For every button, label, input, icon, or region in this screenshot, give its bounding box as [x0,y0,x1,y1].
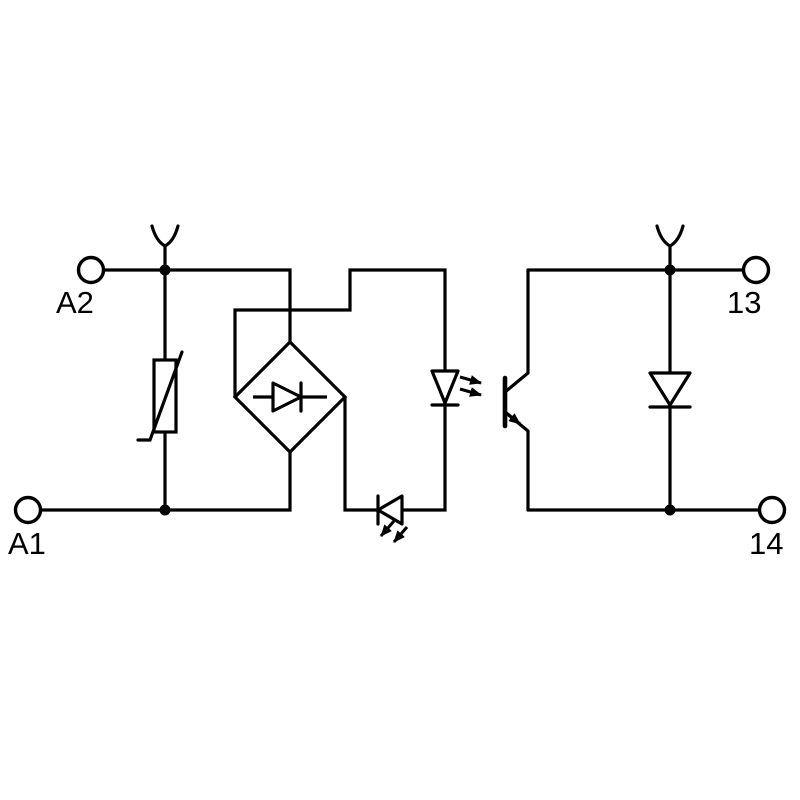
clamp-right-arc-2 [668,224,685,248]
terminal-a1 [13,495,43,525]
opto-led-triangle [430,369,460,405]
clamp-right-arc-1 [655,224,672,248]
varistor-diagonal [136,350,184,442]
protection-diode-triangle [648,371,692,407]
indicator-led-triangle [376,494,404,526]
terminal-13 [741,255,771,285]
terminal-14 [757,495,787,525]
clamp-contact-left-icon [150,224,180,248]
clamp-left-arc-2 [163,224,180,248]
wire-bridge-return-indicator [343,396,447,512]
light-arrow-2 [459,387,482,397]
emitter-arrow [504,410,521,426]
light-arrow-1 [459,375,482,385]
wire-a1-to-bridge-bottom [38,450,292,512]
terminal-a2 [76,255,106,285]
clamp-contacts [150,224,685,248]
indicator-arrow-2 [392,526,409,543]
label-a2: A2 [56,285,94,320]
optocoupler-led-icon [430,369,482,407]
indicator-arrow-1 [379,520,396,537]
junction-dot [159,264,171,276]
label-14: 14 [749,526,783,561]
wire-emitter [503,410,530,512]
clamp-contact-right-icon [655,224,685,248]
wire-bridge-to-opto-led [233,268,447,398]
junction-dot [159,504,171,516]
junction-dot [664,264,676,276]
clamp-left-arc-1 [150,224,167,248]
bridge-diode-triangle [271,381,303,413]
indicator-led-icon [376,494,409,543]
terminal-circles [13,255,787,525]
label-13: 13 [727,285,761,320]
junction-dot [664,504,676,516]
label-a1: A1 [8,526,46,561]
varistor-icon [136,350,184,442]
terminal-labels: A2 A1 13 14 [8,285,783,561]
protection-diode-icon [648,371,692,409]
phototransistor-icon [502,375,521,429]
wire-a2-to-bridge-top [101,268,292,345]
wire-collector [503,268,530,394]
junction-dots [159,264,676,516]
bridge-rectifier-icon [232,339,348,455]
